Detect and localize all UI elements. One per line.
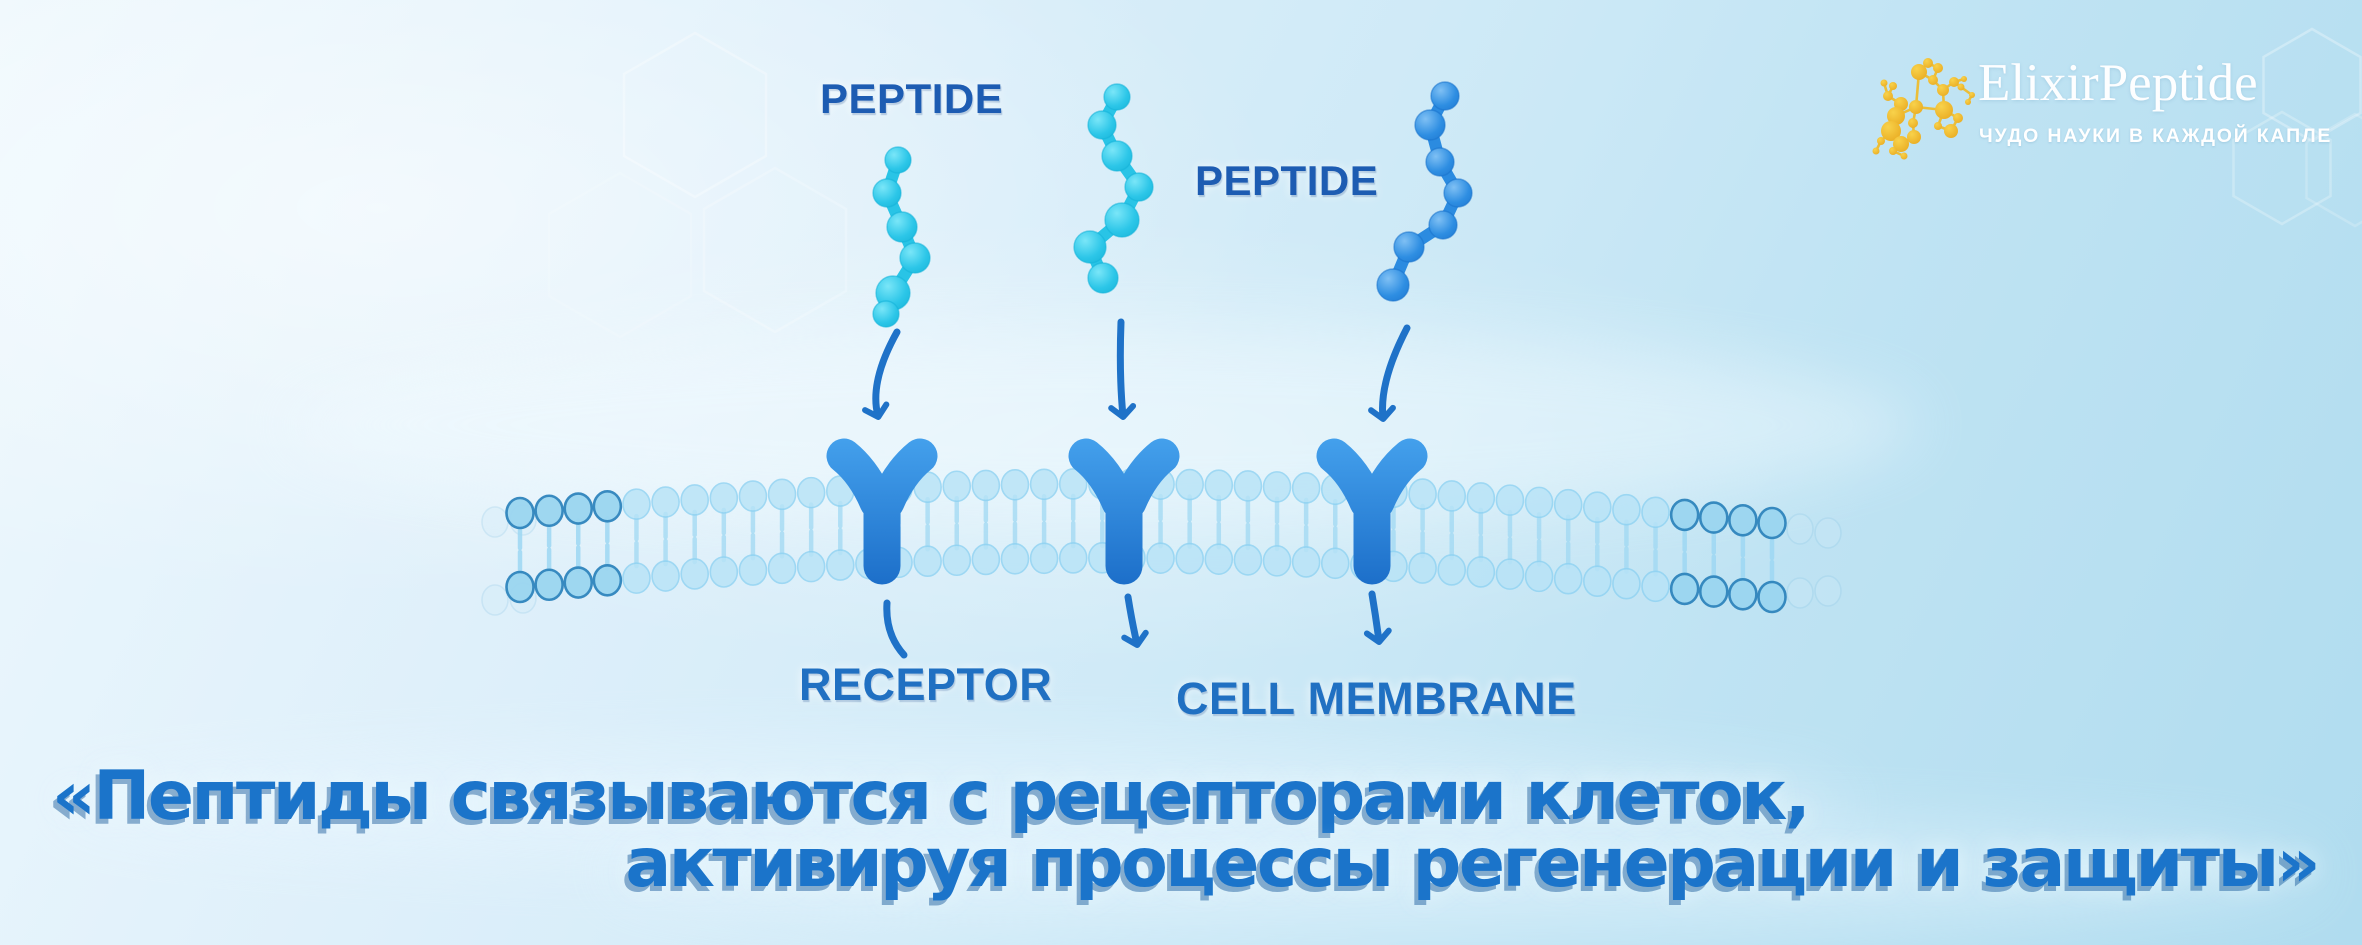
lipid — [1669, 498, 1700, 606]
peptide-chains — [872, 81, 1473, 328]
arrow-down — [1121, 593, 1149, 648]
lipid — [534, 494, 564, 602]
lipid — [1175, 468, 1204, 575]
lipid — [1204, 469, 1234, 575]
lipid — [563, 492, 594, 599]
peptide-label-left: PEPTIDE — [820, 75, 1004, 122]
lipid — [942, 470, 972, 577]
lipid — [1495, 484, 1525, 590]
lipid — [1029, 468, 1059, 575]
lipid — [1291, 472, 1321, 578]
background-glows — [50, 330, 2320, 930]
quote-line-1: «Пептиды связываются с рецепторами клето… — [52, 757, 1811, 836]
lipid-ghost — [481, 506, 509, 616]
lipid — [1058, 468, 1088, 574]
lipid — [651, 486, 680, 592]
lipid — [1437, 480, 1467, 586]
brand-name: ElixirPeptide — [1978, 54, 2258, 112]
lipid — [1262, 471, 1292, 577]
lipid — [825, 475, 855, 581]
lipid — [1612, 493, 1641, 600]
lipid — [709, 482, 739, 588]
lipid — [622, 488, 651, 594]
hexagon-outline — [2305, 112, 2362, 228]
hexagon-outline — [2262, 27, 2362, 143]
hexagon-watermark — [547, 27, 2362, 339]
arrow-annotations — [862, 318, 1411, 659]
lipid-ghost — [1786, 513, 1814, 609]
lipid — [1000, 468, 1030, 575]
lipid — [971, 469, 1001, 576]
quote-line-2: активируя процессы регенерации и защиты» — [625, 824, 2320, 903]
lipid — [1641, 496, 1670, 603]
receptor-icon — [826, 438, 938, 585]
curve-connector — [883, 599, 908, 659]
quote-glow-2 — [600, 814, 2320, 930]
hexagon-outline — [2232, 110, 2332, 226]
receptor-label: RECEPTOR — [799, 659, 1053, 710]
arrow-down — [1363, 590, 1392, 645]
lipid-ghost — [1814, 517, 1842, 607]
lipid — [1408, 478, 1437, 584]
hexagon-outline — [702, 166, 848, 334]
arrow-down — [1368, 324, 1411, 422]
lipid — [913, 471, 942, 578]
receptor-icon — [1316, 438, 1428, 585]
lipid — [1728, 503, 1758, 611]
lipid — [1757, 506, 1787, 614]
lipid — [738, 480, 768, 586]
lipid — [1466, 482, 1496, 588]
receptor-icons — [826, 438, 1428, 585]
lipid — [592, 490, 623, 597]
molecule-icon — [1872, 58, 1975, 160]
peptide-chain — [1376, 81, 1473, 302]
arrow-down — [862, 328, 901, 420]
lipid — [505, 496, 535, 604]
hexagon-outline — [622, 31, 768, 199]
peptide-label-right: PEPTIDE — [1195, 157, 1379, 204]
lipid — [680, 484, 709, 590]
peptide-chain — [872, 146, 931, 328]
receptor-icon — [1068, 438, 1180, 585]
membrane-glow — [280, 330, 1920, 520]
brand-tagline: ЧУДО НАУКИ В КАЖДОЙ КАПЛЕ — [1979, 125, 2333, 147]
lipid — [1320, 473, 1350, 580]
lipid — [767, 478, 797, 585]
cell-membrane-label: CELL MEMBRANE — [1176, 673, 1577, 724]
lipid — [1553, 488, 1583, 595]
lipid — [796, 476, 826, 583]
peptide-chain — [1073, 83, 1154, 294]
lipid — [1524, 486, 1554, 593]
lipid — [1233, 470, 1263, 576]
lipid — [1698, 501, 1729, 608]
arrow-down — [1108, 318, 1137, 420]
hexagon-outline — [547, 171, 693, 339]
lipid — [1583, 491, 1612, 597]
